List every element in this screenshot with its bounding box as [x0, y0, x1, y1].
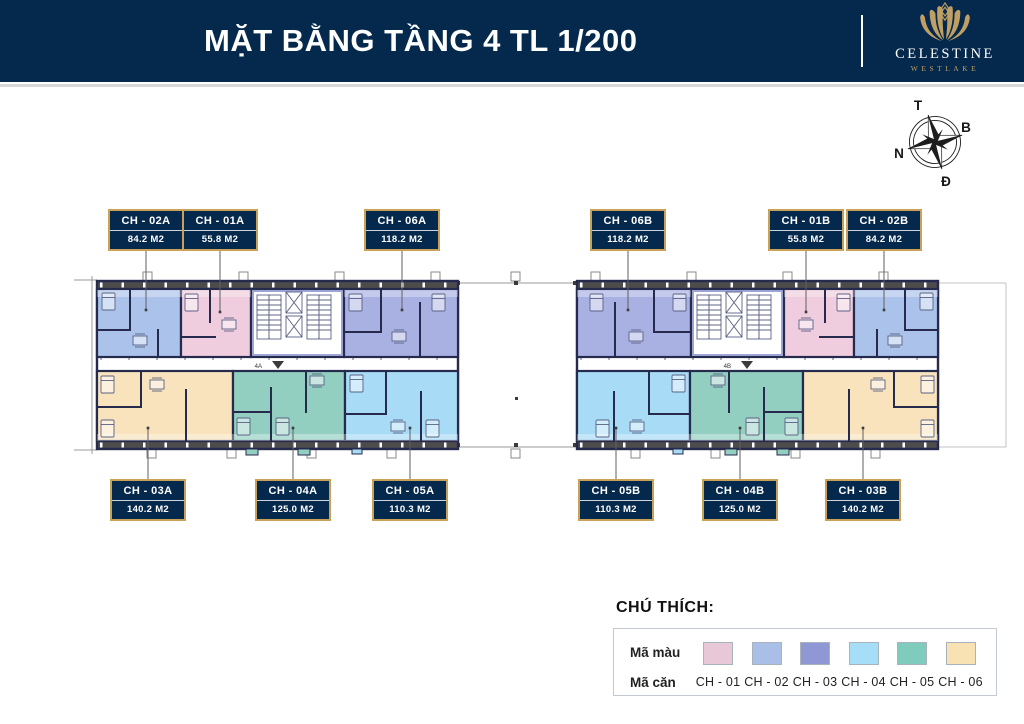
- legend-swatch-ch01: [703, 642, 733, 665]
- legend-swatch-ch03: [800, 642, 830, 665]
- legend-box: Mã màu Mã căn CH - 01 CH - 02 CH - 03 CH…: [613, 628, 997, 696]
- compass-west-label: T: [914, 98, 923, 113]
- entry-marker-right: 4B: [724, 361, 753, 370]
- left-wing: [95, 279, 460, 456]
- stair-core-right: [692, 290, 783, 356]
- lotus-icon: [920, 2, 970, 42]
- facade-strips: [97, 281, 938, 449]
- header-divider: [861, 15, 863, 67]
- svg-text:4B: 4B: [724, 364, 731, 370]
- svg-text:4A: 4A: [255, 364, 262, 370]
- legend-swatch-ch06: [945, 642, 976, 665]
- compass-north-label: B: [961, 120, 971, 135]
- legend-code-ch04: CH - 04: [841, 675, 886, 689]
- stair-core-left: [252, 290, 343, 356]
- compass-south-label: N: [894, 146, 904, 161]
- legend-swatch-ch04: [848, 642, 879, 665]
- entry-marker-left: 4A: [255, 361, 284, 370]
- legend-swatch-ch02: [751, 642, 782, 665]
- legend-code-ch03: CH - 03: [792, 675, 838, 689]
- header-bar: MẶT BẰNG TẦNG 4 TL 1/200 CELESTINE WESTL…: [0, 0, 1024, 82]
- header-shadow: [0, 84, 1024, 87]
- brand-logo: CELESTINE WESTLAKE: [878, 2, 1012, 72]
- compass-east-label: Đ: [941, 174, 951, 189]
- compass-icon: T B N Đ: [894, 98, 971, 189]
- legend-code-ch05: CH - 05: [889, 675, 935, 689]
- brand-subtitle: WESTLAKE: [910, 63, 980, 73]
- legend-swatch-ch05: [897, 642, 927, 665]
- page-title: MẶT BẰNG TẦNG 4 TL 1/200: [204, 23, 638, 58]
- extension-lines: [74, 276, 1007, 454]
- legend-code-ch01: CH - 01: [695, 675, 741, 689]
- right-wing: [575, 279, 940, 456]
- leader-lines: [144, 246, 886, 479]
- central-void: [456, 281, 578, 448]
- legend-title: CHÚ THÍCH:: [616, 599, 715, 616]
- legend-color-row-label: Mã màu: [630, 645, 681, 660]
- legend-code-ch06: CH - 06: [938, 675, 983, 689]
- brand-name: CELESTINE: [895, 46, 995, 62]
- legend-code-ch02: CH - 02: [744, 675, 789, 689]
- legend-unit-row-label: Mã căn: [630, 675, 676, 690]
